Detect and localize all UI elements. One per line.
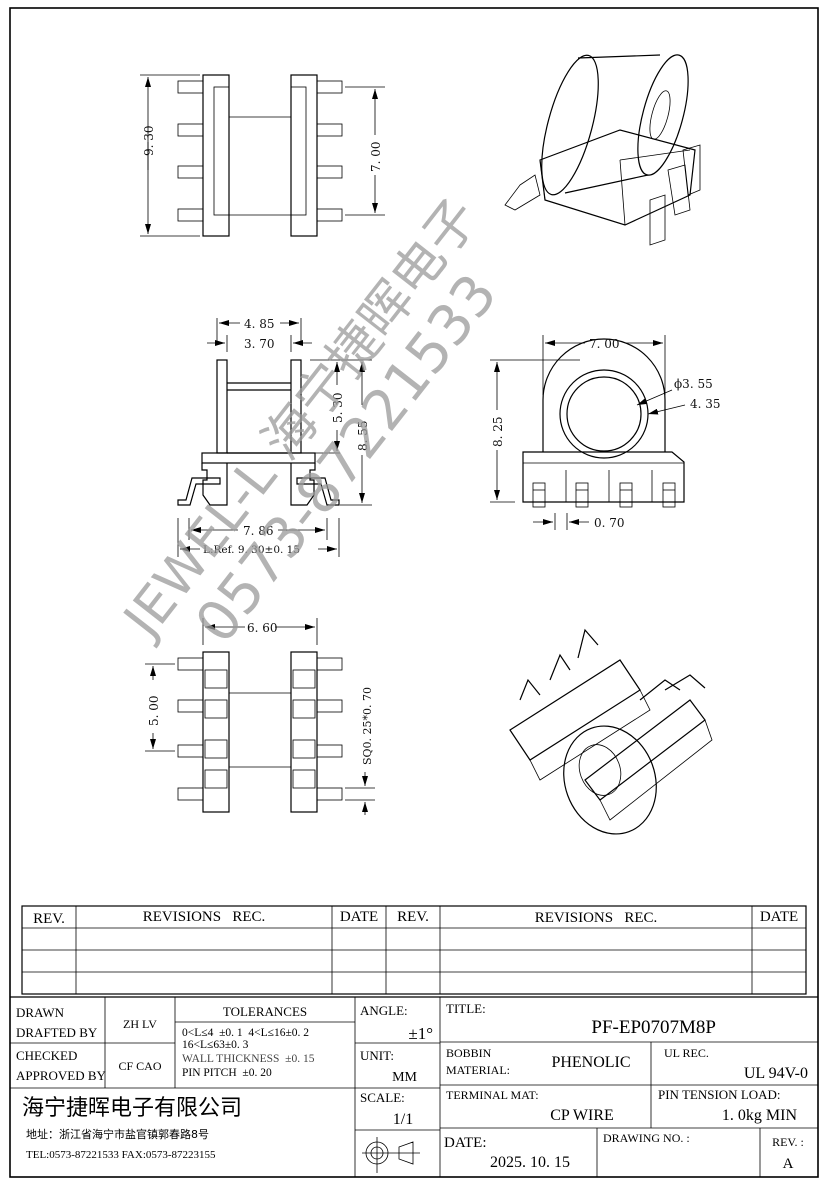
scale-label: SCALE: (360, 1090, 405, 1105)
terminal-mat-label: TERMINAL MAT: (446, 1088, 539, 1102)
rev-value: A (783, 1156, 794, 1172)
dim-side-pin-span: 7. 86 (243, 524, 274, 538)
company-contact: TEL:0573-87221533 FAX:0573-87223155 (26, 1149, 216, 1161)
company-name: 海宁捷晖电子有限公司 (22, 1096, 242, 1121)
checked-by-value: CF CAO (118, 1059, 161, 1073)
tolerance-line-1: 0<L≤4 ±0. 1 4<L≤16±0. 2 (182, 1027, 309, 1039)
terminal-mat-value: CP WIRE (550, 1107, 614, 1124)
pin-tension-value: 1. 0kg MIN (722, 1107, 798, 1124)
dim-side-height-total: 8. 55 (356, 420, 370, 451)
material-label-line1: BOBBIN (446, 1046, 492, 1060)
dim-front-outer-dia: 4. 35 (690, 397, 721, 411)
watermark-line1: JEWEL-L 海宁捷晖电子 (111, 188, 491, 650)
tolerance-line-2: 16<L≤63±0. 3 (182, 1039, 249, 1051)
revisions-header-1: REVISIONS REC. (143, 909, 266, 925)
dim-side-flange-outer: 4. 85 (244, 317, 275, 331)
projection-symbol-icon (362, 1137, 420, 1173)
tolerances-title: TOLERANCES (223, 1004, 307, 1019)
dim-top-view-pin-span: 7. 00 (369, 141, 383, 172)
isometric-view-top (504, 54, 701, 246)
tolerance-line-3: WALL THICKNESS ±0. 15 (182, 1053, 315, 1065)
rev-header-2: REV. (397, 909, 429, 925)
dim-front-width: 7. 00 (589, 337, 620, 351)
rev-header-1: REV. (33, 911, 65, 927)
dim-top-view-height: 9. 30 (142, 125, 156, 156)
top-view-pins (177, 80, 343, 222)
date-label: DATE: (444, 1135, 487, 1151)
unit-label: UNIT: (360, 1048, 394, 1063)
checked-label: CHECKED (16, 1048, 77, 1063)
approved-by-label: APPROVED BY (16, 1068, 107, 1083)
dim-bottom-pitch: 5. 00 (147, 695, 161, 726)
dim-side-length-ref: L:Ref. 9. 30±0. 15 (203, 544, 300, 556)
bottom-view: 6. 60 5. 00 SQ0. 25*0. 70 (145, 618, 375, 815)
dim-bottom-pin-size: SQ0. 25*0. 70 (361, 687, 374, 765)
date-header-2: DATE (760, 909, 798, 925)
angle-value: ±1° (408, 1024, 433, 1043)
drawing-border (9, 7, 819, 1178)
dim-front-height: 8. 25 (491, 416, 505, 447)
watermark: JEWEL-L 海宁捷晖电子 0573-87221533 (111, 188, 510, 655)
pin-tension-label: PIN TENSION LOAD: (658, 1087, 781, 1102)
date-value: 2025. 10. 15 (490, 1154, 570, 1171)
drafted-by-label: DRAFTED BY (16, 1025, 98, 1040)
drawn-by-value: ZH LV (123, 1017, 157, 1031)
ul-rec-value: UL 94V-0 (744, 1065, 808, 1082)
dim-side-flange-inner: 3. 70 (244, 337, 275, 351)
revision-table: REV. REVISIONS REC. DATE REV. REVISIONS … (21, 905, 807, 995)
title-value: PF-EP0707M8P (591, 1017, 716, 1038)
title-block: DRAWN DRAFTED BY ZH LV CHECKED APPROVED … (10, 996, 818, 1177)
material-label-line2: MATERIAL: (446, 1063, 510, 1077)
drawing-no-label: DRAWING NO. : (603, 1131, 690, 1145)
material-value: PHENOLIC (551, 1054, 630, 1071)
unit-value: MM (392, 1070, 417, 1085)
rev-label: REV. : (772, 1135, 804, 1149)
dim-front-pin-width: 0. 70 (594, 516, 625, 530)
drawn-label: DRAWN (16, 1005, 65, 1020)
dim-front-inner-dia: ϕ3. 55 (674, 377, 713, 391)
isometric-view-bottom (509, 628, 713, 835)
revisions-header-2: REVISIONS REC. (535, 910, 658, 926)
side-view: 4. 85 3. 70 5. 30 8. 55 7. 86 L:Ref. 9. … (177, 317, 372, 557)
company-address: 地址：浙江省海宁市盐官镇郭春路8号 (26, 1127, 209, 1141)
title-label: TITLE: (446, 1001, 486, 1016)
ul-rec-label: UL REC. (664, 1046, 709, 1060)
dim-side-height-core: 5. 30 (331, 392, 345, 423)
date-header-1: DATE (340, 909, 378, 925)
top-view: 9. 30 7. 00 (140, 74, 385, 237)
front-view: 7. 00 8. 25 ϕ3. 55 4. 35 0. 70 (490, 335, 721, 530)
scale-value: 1/1 (393, 1111, 413, 1128)
angle-label: ANGLE: (360, 1003, 408, 1018)
tolerance-line-4: PIN PITCH ±0. 20 (182, 1067, 272, 1079)
dim-bottom-width: 6. 60 (247, 621, 278, 635)
